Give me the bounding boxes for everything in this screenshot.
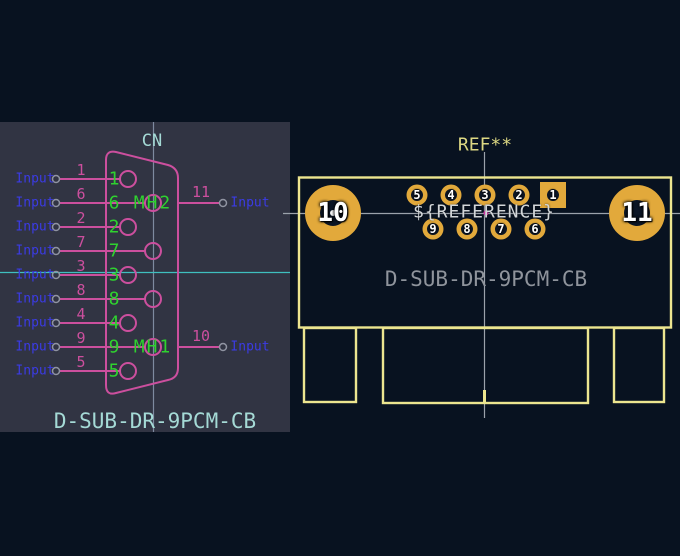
- pin-number: 5: [76, 353, 86, 371]
- pin-label[interactable]: Input: [15, 363, 55, 379]
- pads-bottom-row[interactable]: [422, 218, 546, 240]
- symbol-value[interactable]: D-SUB-DR-9PCM-CB: [53, 409, 257, 433]
- pin-label[interactable]: Input: [15, 171, 55, 187]
- pad-number: 9: [429, 222, 437, 236]
- pin-number: 8: [76, 281, 86, 299]
- symbol-body-outline[interactable]: [105, 150, 179, 395]
- pad-number: 4: [447, 188, 455, 202]
- pin-inner-number: 1: [108, 168, 120, 190]
- mounting-hole-label: MH1: [133, 336, 173, 358]
- pin-inner-number: 5: [108, 360, 120, 382]
- pin-label[interactable]: Input: [15, 267, 55, 283]
- pin-label[interactable]: Input: [15, 195, 55, 211]
- pin-label[interactable]: Input: [15, 291, 55, 307]
- pad-number: 2: [515, 188, 523, 202]
- footprint-value[interactable]: D-SUB-DR-9PCM-CB: [384, 267, 588, 291]
- schematic-geometry: [0, 122, 290, 432]
- pad10-center-mark: [330, 210, 336, 216]
- pin-number: 3: [76, 257, 86, 275]
- symbol-pin-pads[interactable]: [119, 170, 162, 380]
- pin-inner-number: 6: [108, 192, 120, 214]
- footprint-outline: [297, 176, 673, 405]
- pad-number: 7: [497, 222, 505, 236]
- footprint-reference[interactable]: REF**: [457, 134, 513, 156]
- pin-number: 10: [191, 327, 211, 345]
- pin-number: 6: [76, 185, 86, 203]
- pin-endpoints[interactable]: [51, 174, 228, 376]
- pad-number: 8: [463, 222, 471, 236]
- pin-label[interactable]: Input: [15, 315, 55, 331]
- pin-number: 11: [191, 183, 211, 201]
- pin-inner-number: 7: [108, 240, 120, 262]
- pin-label[interactable]: Input: [230, 339, 270, 355]
- pad-number-big: 10: [317, 198, 349, 228]
- pin-number: 1: [76, 161, 86, 179]
- pin-lines: [60, 178, 219, 372]
- pin-inner-number: 8: [108, 288, 120, 310]
- symbol-designator[interactable]: CN: [141, 131, 163, 151]
- pin-number: 4: [76, 305, 86, 323]
- pin-label[interactable]: Input: [15, 243, 55, 259]
- pad-number: 3: [481, 188, 489, 202]
- pad-number-big: 11: [621, 198, 653, 228]
- pin-number: 9: [76, 329, 86, 347]
- footprint-anchor-dot: [483, 210, 489, 216]
- pin-number: 2: [76, 209, 86, 227]
- pin-inner-number: 3: [108, 264, 120, 286]
- pin-inner-number: 9: [108, 336, 120, 358]
- pin-label[interactable]: Input: [15, 339, 55, 355]
- pin-number: 7: [76, 233, 86, 251]
- pin-label[interactable]: Input: [15, 219, 55, 235]
- pad-big-right[interactable]: [609, 185, 665, 241]
- pads-top-row[interactable]: [406, 182, 567, 208]
- footprint-reference-field[interactable]: ${REFERENCE}: [412, 201, 556, 223]
- pad-number: 6: [531, 222, 539, 236]
- pin-inner-number: 4: [108, 312, 120, 334]
- pin-label[interactable]: Input: [230, 195, 270, 211]
- pin-inner-number: 2: [108, 216, 120, 238]
- pad-number: 5: [413, 188, 421, 202]
- schematic-canvas[interactable]: CN Input Input Input Input Input Input I…: [0, 122, 290, 433]
- mounting-hole-label: MH2: [133, 192, 173, 214]
- pad-number: 1: [549, 188, 557, 202]
